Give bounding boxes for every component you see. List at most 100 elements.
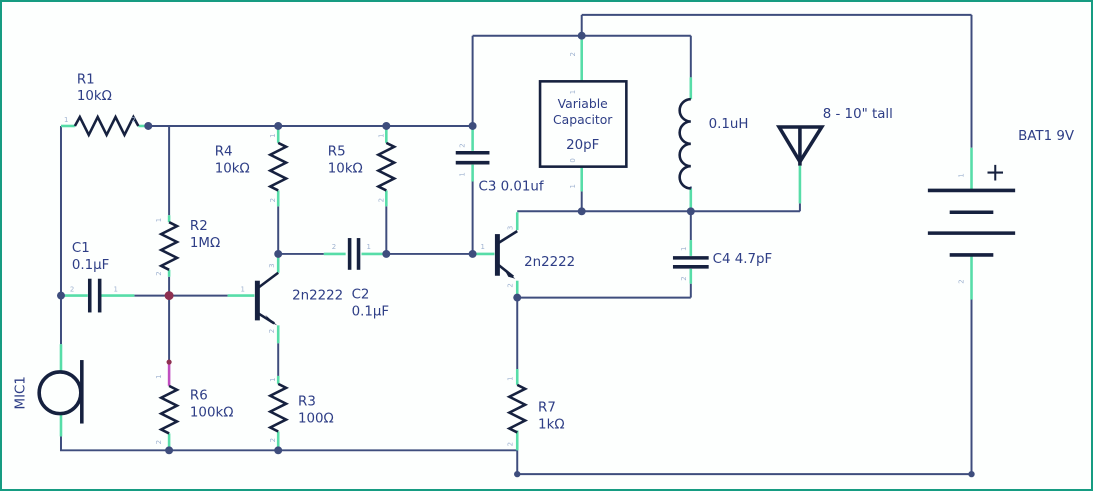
component-value[interactable]: 1MΩ — [190, 236, 220, 251]
component-value[interactable]: 20pF — [566, 138, 599, 153]
component-R1-segment[interactable] — [73, 114, 140, 138]
emitter-arrow-icon — [265, 314, 278, 326]
component-value[interactable]: 0.1uH — [709, 117, 749, 132]
component-C3[interactable]: C3 0.01uf — [455, 150, 544, 195]
component-label[interactable]: R2 — [190, 219, 208, 234]
pin-number: 1 — [569, 90, 577, 94]
pin-number: 1 — [459, 172, 467, 176]
component-label[interactable]: R5 — [328, 145, 346, 160]
pin-number: 1 — [506, 376, 514, 380]
pin-number: 1 — [481, 243, 485, 251]
pin-number: 2 — [506, 283, 514, 287]
component-inductor-segment[interactable] — [678, 97, 691, 190]
pin-number: 0 — [569, 158, 577, 162]
component-part-number[interactable]: 2n2222 — [292, 289, 343, 304]
pin-number: 1 — [155, 374, 163, 378]
component-label[interactable]: C1 — [72, 241, 90, 256]
component-Q1-transistor[interactable]: 2n2222 — [254, 271, 343, 326]
component-label[interactable]: C2 — [352, 288, 370, 303]
junction-dots-segment — [274, 122, 283, 130]
component-R7[interactable]: R7 1kΩ — [506, 383, 565, 434]
junction-dots-segment — [514, 470, 521, 478]
component-Q1-transistor-segment[interactable] — [257, 271, 279, 289]
wires-segment[interactable] — [59, 436, 518, 452]
component-R1[interactable]: R1 10kΩ — [73, 72, 140, 138]
wires-segment[interactable] — [516, 450, 972, 476]
component-variable-capacitor-segment[interactable] — [538, 80, 628, 168]
component-value[interactable]: 100kΩ — [190, 406, 234, 421]
pin-number: 1 — [377, 133, 385, 137]
pin-number: 1 — [241, 286, 245, 294]
component-variable-capacitor[interactable]: Variable Capacitor 20pF — [538, 80, 628, 168]
component-R4-segment[interactable] — [267, 141, 290, 192]
pin-number: 2 — [459, 143, 467, 147]
pin-number: 2 — [268, 329, 276, 333]
component-R5-segment[interactable] — [375, 141, 398, 192]
pin-number: 1 — [958, 173, 966, 177]
component-value[interactable]: 0.1µF — [72, 258, 109, 273]
component-part-number[interactable]: 2n2222 — [524, 255, 575, 270]
battery-plus-sign: + — [985, 158, 1006, 187]
pin-number: 2 — [155, 440, 163, 444]
pin-number: 2 — [155, 271, 163, 275]
component-value[interactable]: 100Ω — [298, 412, 334, 427]
component-value[interactable]: 1kΩ — [538, 417, 564, 432]
pin-number: 2 — [269, 438, 277, 442]
component-name-line1[interactable]: Variable — [558, 96, 608, 111]
component-C4[interactable]: C4 4.7pF — [672, 252, 773, 269]
pin-number: 2 — [269, 198, 277, 202]
component-battery[interactable]: + BAT1 9V — [927, 129, 1075, 257]
component-antenna[interactable]: 8 - 10" tall — [775, 107, 893, 166]
component-R6[interactable]: R6 100kΩ — [158, 384, 234, 435]
component-R2[interactable]: R2 1MΩ — [158, 219, 220, 271]
junction-dots-segment — [165, 446, 174, 455]
component-R2-segment[interactable] — [158, 221, 180, 271]
component-R5[interactable]: R5 10kΩ — [328, 141, 398, 192]
component-value[interactable]: 10kΩ — [328, 162, 363, 177]
component-label[interactable]: R4 — [215, 145, 233, 160]
component-label[interactable]: C3 0.01uf — [479, 179, 544, 194]
component-label[interactable]: 8 - 10" tall — [823, 107, 893, 122]
pin-number: 1 — [64, 116, 68, 124]
pin-number: 2 — [506, 442, 514, 446]
junction-dots-segment — [513, 293, 522, 302]
component-label[interactable]: R3 — [298, 395, 316, 410]
component-value[interactable]: 10kΩ — [215, 162, 250, 177]
component-C1[interactable]: C1 0.1µF — [72, 241, 109, 313]
junction-dots-segment — [468, 249, 477, 258]
component-C2[interactable]: C2 0.1µF — [347, 238, 389, 319]
component-R3-segment[interactable] — [267, 382, 290, 433]
junction-dots-segment — [274, 249, 283, 258]
component-value[interactable]: 10kΩ — [77, 89, 112, 104]
junction-dots-segment — [968, 470, 975, 478]
junction-dots-segment — [468, 122, 477, 130]
junction-dots-segment — [144, 122, 153, 130]
pin-number: 1 — [155, 218, 163, 222]
component-Q2-transistor-segment[interactable] — [497, 230, 518, 245]
microphone-icon — [37, 370, 83, 416]
pin-number: 1 — [114, 286, 118, 294]
pin-number: 2 — [332, 243, 336, 251]
component-R3[interactable]: R3 100Ω — [267, 382, 334, 433]
component-value[interactable]: 0.1µF — [352, 304, 389, 319]
component-R4[interactable]: R4 10kΩ — [215, 141, 290, 192]
component-R6-segment[interactable] — [158, 384, 180, 435]
component-name-line2[interactable]: Capacitor — [553, 112, 613, 127]
component-label[interactable]: R7 — [538, 401, 556, 416]
component-label[interactable]: MIC1 — [13, 376, 28, 409]
pin-number: 2 — [131, 116, 135, 124]
component-label[interactable]: R6 — [190, 389, 208, 404]
pin-number: 2 — [70, 286, 74, 294]
component-Q2-transistor[interactable]: 2n2222 — [494, 230, 575, 279]
component-inductor[interactable]: 0.1uH — [678, 97, 749, 190]
component-label[interactable]: BAT1 9V — [1018, 129, 1075, 144]
component-R7-segment[interactable] — [506, 383, 529, 434]
component-microphone[interactable]: MIC1 — [13, 360, 84, 424]
junction-dots-segment — [577, 207, 586, 216]
component-label[interactable]: R1 — [77, 72, 95, 87]
pin-number: 1 — [680, 247, 688, 251]
junction-dots-segment — [57, 291, 65, 300]
component-label[interactable]: C4 4.7pF — [713, 252, 773, 267]
